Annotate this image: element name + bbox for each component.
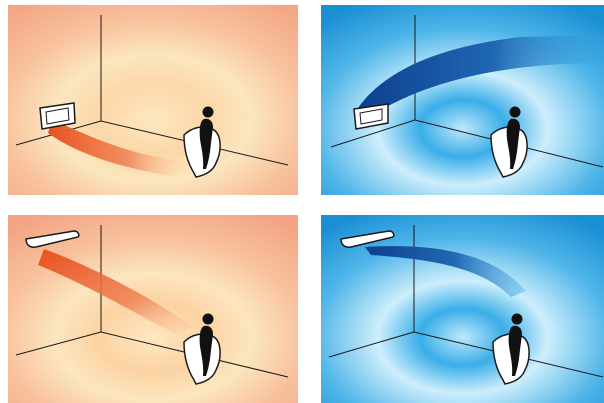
panel-cooling-ceiling-unit	[321, 215, 604, 403]
cooling-ceiling-illustration	[321, 215, 604, 403]
panel-heating-floor-unit	[8, 5, 298, 195]
panel-heating-ceiling-unit	[8, 215, 298, 403]
heating-floor-illustration	[8, 5, 298, 195]
panel-cooling-floor-unit	[321, 5, 604, 195]
cooling-floor-illustration	[321, 5, 604, 195]
room-background	[321, 5, 604, 195]
heating-ceiling-illustration	[8, 215, 298, 403]
